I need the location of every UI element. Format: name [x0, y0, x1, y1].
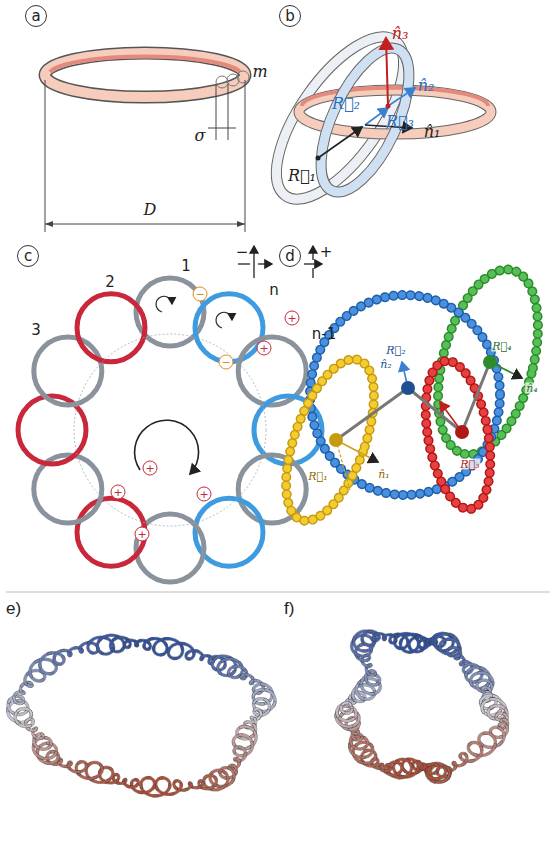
vector-label: R⃗₂	[385, 345, 406, 356]
vector-label: R⃗₄	[491, 341, 512, 352]
vector-label: R⃗₁	[307, 471, 328, 482]
mass-label: m	[252, 64, 267, 80]
chain-segment	[240, 735, 253, 745]
chain-segment	[30, 711, 31, 715]
polymer-conformations	[8, 631, 508, 796]
chain-segment	[337, 714, 354, 721]
vector-label: R⃗₁	[288, 168, 316, 184]
panel-label: a	[25, 5, 47, 27]
chain-outline	[470, 747, 482, 761]
chain-outline	[30, 711, 31, 715]
vector-label: n̂₂	[379, 359, 393, 370]
ring	[195, 294, 263, 362]
sign-convention-label: +	[320, 245, 333, 260]
vector-label: n̂₄	[525, 383, 539, 394]
ring-sketch	[45, 53, 249, 232]
crossing-sign: +	[197, 487, 212, 502]
chain-outline	[343, 703, 351, 705]
ring-index: 2	[105, 275, 115, 290]
panel-label: d	[279, 245, 301, 267]
panel-label: c	[17, 245, 39, 267]
vector-label: n̂₃	[392, 26, 409, 42]
vector-label: R⃗₂	[332, 96, 360, 112]
panel-label: f)	[284, 600, 294, 617]
crossing-sign: −	[193, 287, 208, 302]
crossing-sign: −	[219, 355, 234, 370]
chain-segment	[349, 704, 352, 705]
vector-label: R⃗₃	[459, 459, 480, 470]
diameter-label: σ	[195, 128, 206, 144]
ring-index: n	[269, 283, 279, 298]
divider-line	[6, 592, 550, 593]
chain-segment	[343, 703, 351, 705]
chain-outline	[240, 735, 253, 745]
bead-rings-model	[268, 259, 556, 532]
panel-label: b	[279, 5, 301, 27]
crossing-sign: +	[135, 527, 150, 542]
chain-segment	[470, 747, 482, 761]
vector-label: n̂₁	[377, 469, 391, 480]
crossing-sign: +	[111, 485, 126, 500]
guide-circle	[74, 334, 266, 526]
ring-index: 1	[181, 259, 191, 274]
crossing-sign: +	[257, 341, 272, 356]
dimension-label: D	[144, 202, 157, 218]
vector-label: n̂₁	[424, 124, 441, 140]
ring	[77, 294, 145, 362]
crossing-sign: +	[285, 311, 300, 326]
vector-label: n̂₂	[418, 78, 435, 94]
crossing-sign: +	[143, 461, 158, 476]
chain-outline	[491, 699, 506, 712]
vector-label: R⃗₃	[386, 114, 414, 130]
ring-index: 3	[31, 323, 41, 338]
ring	[34, 337, 102, 405]
ring-index: n-1	[312, 327, 336, 342]
sign-convention-label: −	[236, 245, 249, 260]
linked-rings-sketch	[253, 17, 491, 219]
panel-label: e)	[6, 600, 21, 617]
ring-chain-sketch	[18, 278, 322, 582]
chain-segment	[491, 699, 506, 712]
chain-outline	[348, 704, 352, 705]
chain-outline	[337, 714, 354, 721]
